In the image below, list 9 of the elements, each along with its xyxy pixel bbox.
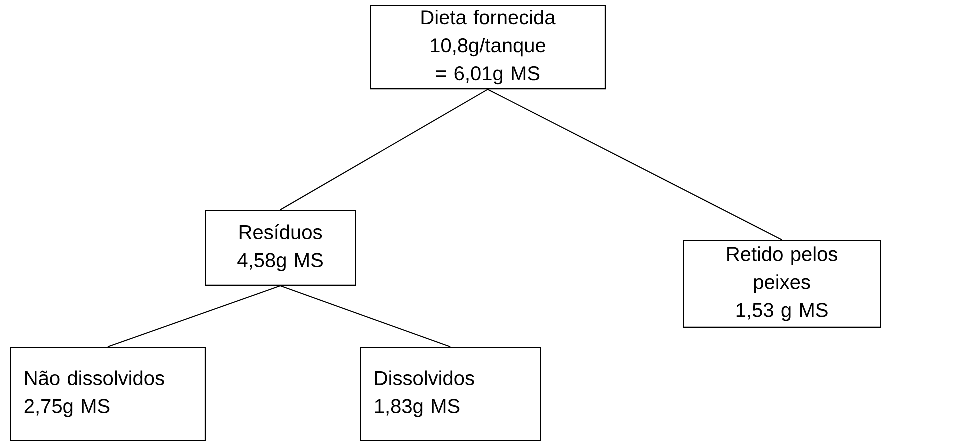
process-box: Não dissolvidos 2,75g MS [10,347,206,441]
process-box: Resíduos 4,58g MS [205,210,356,286]
connector-line [280,89,488,210]
connector-line [280,286,451,348]
process-box: Dissolvidos 1,83g MS [360,347,542,441]
connector-line [108,286,281,348]
connector-line [488,89,782,240]
process-box: Dieta fornecida 10,8g/tanque = 6,01g MS [370,5,606,90]
process-box: Retido pelos peixes 1,53 g MS [683,240,882,328]
